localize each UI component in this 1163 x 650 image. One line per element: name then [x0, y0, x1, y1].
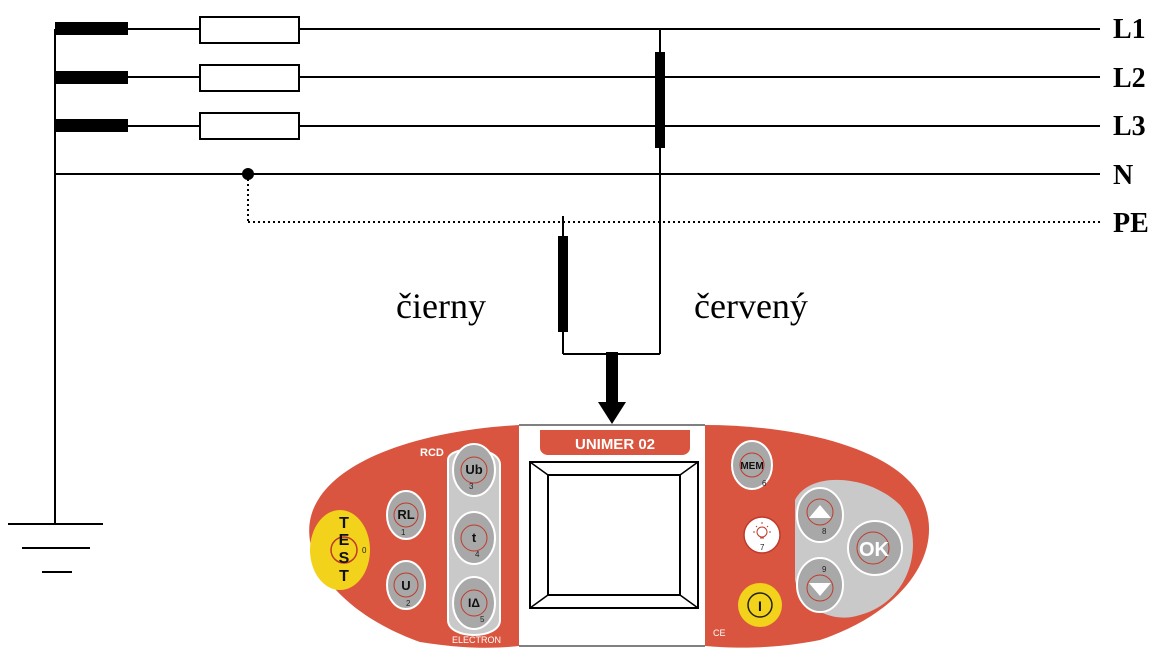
svg-text:U: U [401, 578, 410, 593]
label-red-lead: červený [694, 286, 808, 326]
u-button[interactable]: U 2 [386, 560, 426, 610]
ce-mark: CE [713, 628, 726, 638]
svg-text:E: E [339, 532, 350, 549]
svg-text:3: 3 [469, 482, 474, 491]
svg-text:T: T [339, 515, 349, 532]
rcd-label: RCD [420, 447, 444, 459]
svg-text:0: 0 [362, 546, 367, 555]
test-button[interactable]: T E S T 0 [310, 510, 370, 590]
label-l3: L3 [1113, 111, 1146, 142]
brand-logo: ELECTRON [452, 635, 501, 645]
up-button[interactable]: 8 [796, 487, 844, 543]
idelta-button[interactable]: IΔ 5 [452, 576, 496, 630]
svg-text:1: 1 [401, 528, 406, 537]
down-button[interactable]: 9 [796, 557, 844, 613]
svg-text:2: 2 [406, 599, 411, 608]
label-pe: PE [1113, 208, 1149, 239]
fuse-l2 [199, 64, 300, 92]
winding-l1 [55, 22, 128, 35]
svg-text:9: 9 [822, 565, 827, 574]
svg-text:4: 4 [475, 550, 480, 559]
fuse-l1 [199, 16, 300, 44]
connection-arrow [598, 352, 626, 424]
earth-symbol [8, 523, 103, 573]
model-name: UNIMER 02 [575, 436, 655, 453]
winding-l2 [55, 71, 128, 84]
display [529, 461, 699, 609]
label-l1: L1 [1113, 14, 1146, 45]
power-button[interactable]: I [738, 583, 782, 627]
svg-text:Ub: Ub [465, 462, 482, 477]
label-n: N [1113, 160, 1133, 191]
svg-text:MEM: MEM [740, 461, 763, 472]
arrow-up-icon [809, 505, 831, 518]
mem-button[interactable]: MEM 6 [731, 440, 773, 490]
svg-text:5: 5 [480, 615, 485, 624]
label-black-lead: čierny [396, 286, 486, 326]
backlight-button[interactable]: 7 [743, 516, 781, 554]
ub-button[interactable]: Ub 3 [452, 443, 496, 497]
n-pe-junction [242, 168, 254, 180]
bulb-icon [753, 522, 771, 539]
unimer-device: UNIMER 02 RCD T E S T 0 R [309, 424, 930, 648]
transformer-windings [55, 22, 128, 132]
svg-text:6: 6 [762, 479, 767, 488]
fuse-l3 [199, 112, 300, 140]
rl-button[interactable]: RL 1 [386, 490, 426, 540]
black-test-lead [558, 216, 612, 355]
red-test-lead [612, 29, 665, 355]
fuses [199, 16, 300, 140]
t-button[interactable]: t 4 [452, 511, 496, 565]
svg-text:IΔ: IΔ [468, 596, 480, 610]
svg-text:8: 8 [822, 527, 827, 536]
svg-text:I: I [758, 598, 762, 614]
svg-text:t: t [472, 530, 477, 545]
svg-text:S: S [339, 550, 350, 567]
svg-text:T: T [339, 568, 349, 585]
svg-text:OK: OK [859, 539, 890, 561]
svg-text:7: 7 [760, 543, 765, 552]
arrow-down-icon [809, 583, 831, 596]
label-l2: L2 [1113, 63, 1146, 94]
model-badge [540, 430, 690, 455]
ok-button[interactable]: OK [847, 520, 903, 576]
winding-l3 [55, 119, 128, 132]
svg-text:RL: RL [397, 507, 414, 522]
